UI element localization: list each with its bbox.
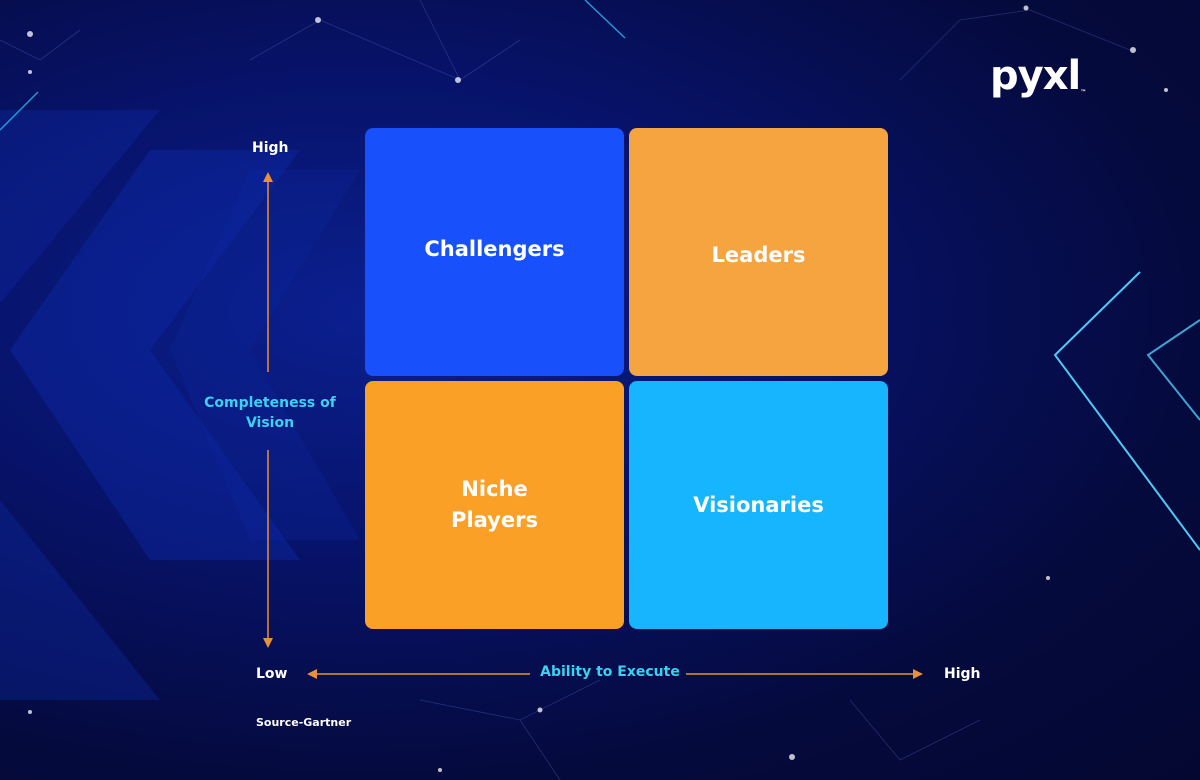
bg-network: [899, 9, 1131, 81]
bg-node: [455, 77, 461, 83]
y-axis-arrow: [263, 172, 273, 648]
quadrant-visionaries: Visionaries: [629, 381, 888, 629]
quadrant-label-niche-players: Niche Players: [451, 477, 538, 532]
bg-node: [27, 31, 33, 37]
bg-node: [537, 707, 543, 713]
bg-chevron-right: [1053, 271, 1200, 551]
x-axis-low-label: Low: [256, 666, 288, 682]
quadrant-leaders: Leaders: [629, 128, 888, 376]
bg-node: [1023, 5, 1029, 11]
logo-text: pyxl: [990, 53, 1081, 99]
pyxl-logo[interactable]: pyxl™: [990, 56, 1086, 96]
bg-node: [28, 710, 32, 714]
quadrant-niche-players: Niche Players: [365, 381, 624, 629]
x-axis-title: Ability to Execute: [540, 664, 680, 680]
x-axis-high-label: High: [944, 666, 981, 682]
quadrant-label-challengers: Challengers: [424, 236, 565, 261]
bg-chevron-inner: [170, 170, 360, 540]
bg-node: [1164, 88, 1168, 92]
quadrant-label-visionaries: Visionaries: [693, 492, 824, 517]
bg-chevron-right-2: [1146, 319, 1200, 421]
source-note: Source-Gartner: [256, 716, 352, 729]
bg-network: [419, 679, 981, 780]
bg-chevron-large: [0, 110, 160, 700]
trademark-mark: ™: [1080, 89, 1087, 96]
y-axis-title: Completeness of Vision: [204, 395, 336, 431]
bg-network: [0, 0, 521, 81]
bg-node: [1046, 576, 1050, 580]
quadrant-challengers: Challengers: [365, 128, 624, 376]
quadrant-label-leaders: Leaders: [711, 242, 806, 267]
bg-line: [584, 0, 626, 39]
bg-node: [438, 768, 442, 772]
bg-line: [0, 91, 39, 131]
bg-node: [28, 70, 32, 74]
x-axis-arrow: [307, 669, 923, 679]
bg-node: [1130, 47, 1136, 53]
y-axis-high-label: High: [252, 140, 289, 156]
bg-node: [789, 754, 795, 760]
bg-node: [315, 17, 321, 23]
bg-chevron-mid: [10, 150, 300, 560]
